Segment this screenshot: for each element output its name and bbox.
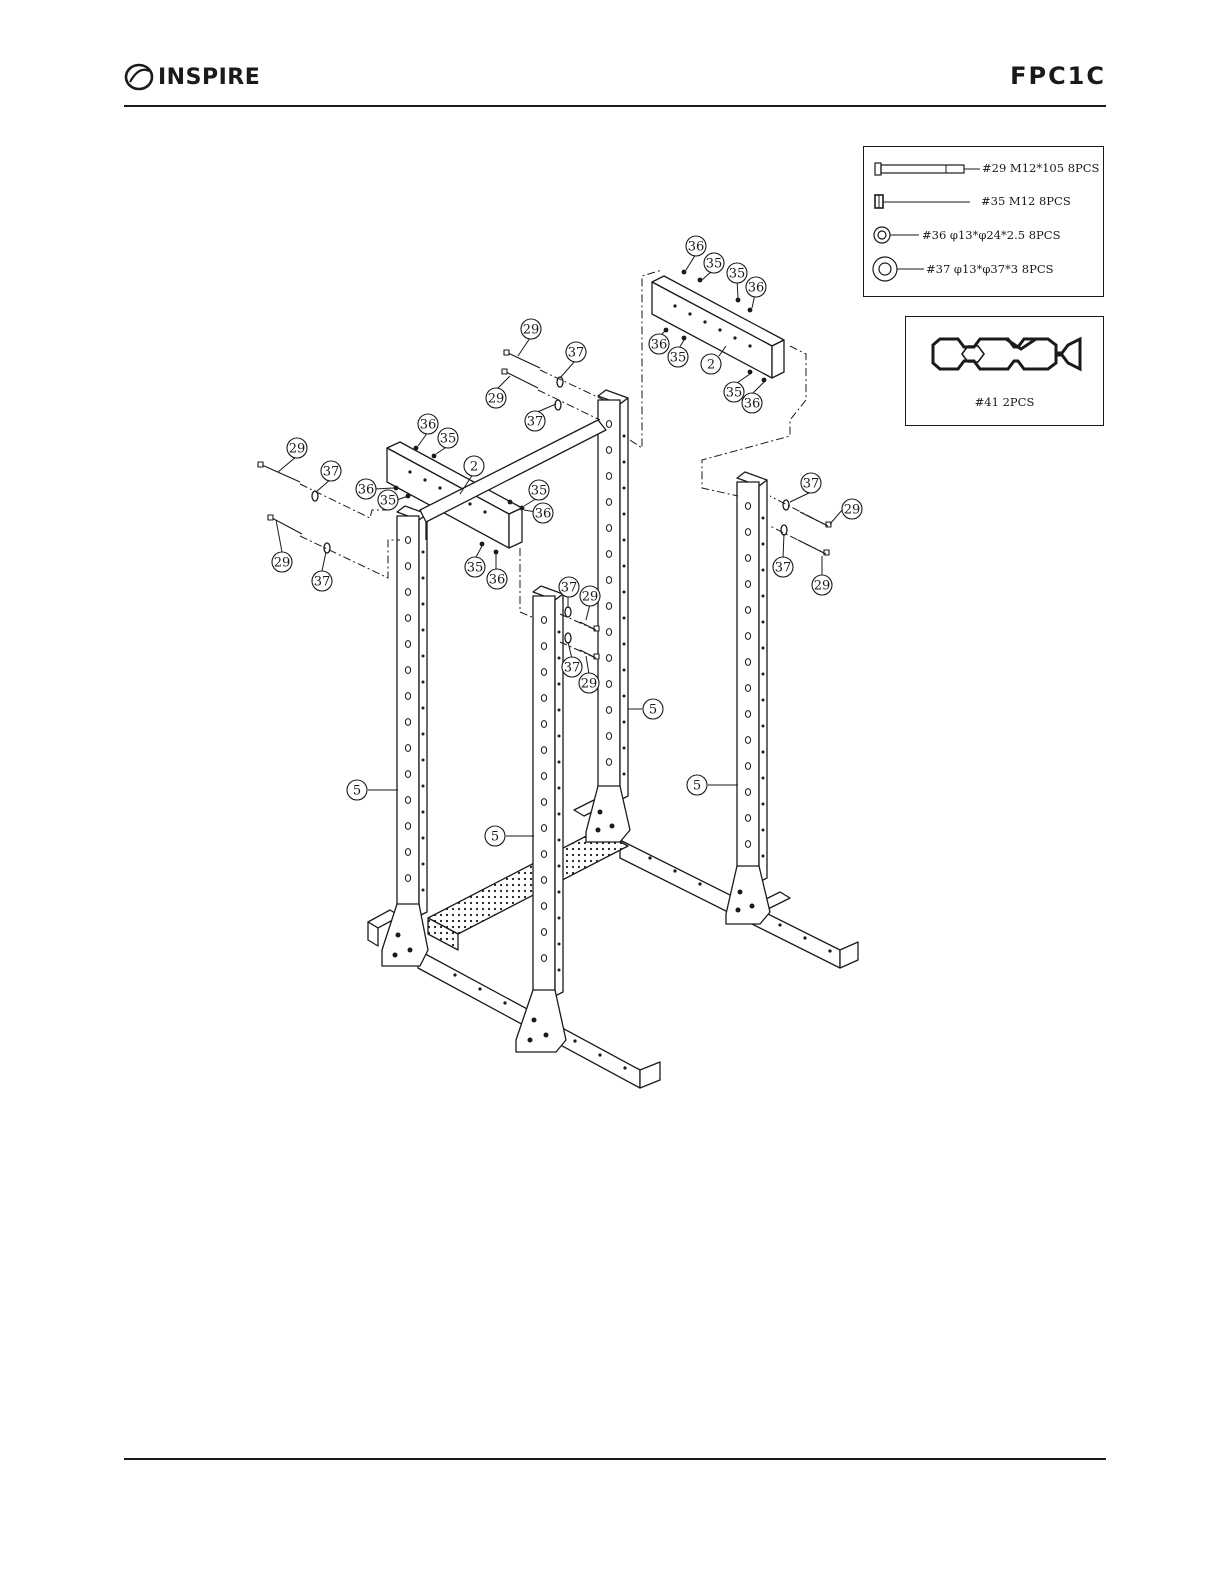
- callout-label: 36: [651, 338, 668, 353]
- callout-label: 35: [467, 561, 484, 576]
- callout-36-bubble: 36: [746, 277, 766, 297]
- callout-label: 29: [289, 442, 306, 457]
- callout-label: 35: [729, 267, 746, 282]
- callout-label: 37: [314, 575, 331, 590]
- callout-label: 29: [814, 579, 831, 594]
- callout-35-bubble: 35: [668, 347, 688, 367]
- upright-front-left: [382, 506, 428, 966]
- callout-35-bubble: 35: [704, 253, 724, 273]
- callout-36-bubble: 36: [533, 503, 553, 523]
- callout-label: 36: [358, 483, 375, 498]
- callout-35-bubble: 35: [465, 557, 485, 577]
- callout-label: 35: [726, 386, 743, 401]
- callout-36-bubble: 36: [356, 479, 376, 499]
- callout-label: 29: [844, 503, 861, 518]
- callout-label: 36: [748, 281, 765, 296]
- callout-label: 29: [582, 590, 599, 605]
- callout-5-bubble: 5: [485, 826, 505, 846]
- callout-label: 37: [803, 477, 820, 492]
- callout-5-bubble: 5: [687, 775, 707, 795]
- floor-tread-plate: [428, 830, 628, 934]
- callout-label: 36: [420, 418, 437, 433]
- callout-label: 29: [488, 392, 505, 407]
- callout-label: 35: [440, 432, 457, 447]
- callout-29-bubble: 29: [842, 499, 862, 519]
- callout-label: 5: [491, 830, 499, 845]
- callout-37-bubble: 37: [321, 461, 341, 481]
- callout-36-bubble: 36: [418, 414, 438, 434]
- callout-37-bubble: 37: [562, 657, 582, 677]
- callout-label: 35: [531, 484, 548, 499]
- callout-35-bubble: 35: [438, 428, 458, 448]
- callout-label: 29: [274, 556, 291, 571]
- callout-36-bubble: 36: [742, 393, 762, 413]
- footer-divider: [124, 1458, 1106, 1460]
- callout-37-bubble: 37: [566, 342, 586, 362]
- callout-29-bubble: 29: [812, 575, 832, 595]
- callout-label: 37: [564, 661, 581, 676]
- callout-37-bubble: 37: [559, 577, 579, 597]
- callout-37-bubble: 37: [525, 411, 545, 431]
- callout-label: 36: [535, 507, 552, 522]
- callout-label: 5: [693, 779, 701, 794]
- callout-37-bubble: 37: [312, 571, 332, 591]
- callout-label: 29: [523, 323, 540, 338]
- callout-35-bubble: 35: [378, 490, 398, 510]
- callout-35-bubble: 35: [727, 263, 747, 283]
- callout-label: 5: [649, 703, 657, 718]
- callout-5-bubble: 5: [643, 699, 663, 719]
- callout-5-bubble: 5: [347, 780, 367, 800]
- callout-37-bubble: 37: [801, 473, 821, 493]
- callout-label: 2: [707, 358, 715, 373]
- callout-label: 36: [744, 397, 761, 412]
- callout-29-bubble: 29: [287, 438, 307, 458]
- callout-29-bubble: 29: [272, 552, 292, 572]
- callout-36-bubble: 36: [686, 236, 706, 256]
- upright-front-right: [516, 586, 566, 1052]
- callout-35-bubble: 35: [724, 382, 744, 402]
- callout-36-bubble: 36: [649, 334, 669, 354]
- callout-2-bubble: 2: [701, 354, 721, 374]
- callout-label: 35: [706, 257, 723, 272]
- callout-29-bubble: 29: [521, 319, 541, 339]
- callout-label: 37: [568, 346, 585, 361]
- callout-label: 37: [323, 465, 340, 480]
- callout-label: 2: [470, 460, 478, 475]
- callout-29-bubble: 29: [579, 673, 599, 693]
- callout-29-bubble: 29: [580, 586, 600, 606]
- callout-35-bubble: 35: [529, 480, 549, 500]
- callout-36-bubble: 36: [487, 569, 507, 589]
- callout-37-bubble: 37: [773, 557, 793, 577]
- callout-label: 37: [527, 415, 544, 430]
- callout-label: 5: [353, 784, 361, 799]
- callout-label: 36: [688, 240, 705, 255]
- callout-label: 37: [561, 581, 578, 596]
- callout-29-bubble: 29: [486, 388, 506, 408]
- callout-label: 35: [670, 351, 687, 366]
- callout-label: 37: [775, 561, 792, 576]
- callout-label: 29: [581, 677, 598, 692]
- callout-label: 35: [380, 494, 397, 509]
- callout-2-bubble: 2: [464, 456, 484, 476]
- callout-label: 36: [489, 573, 506, 588]
